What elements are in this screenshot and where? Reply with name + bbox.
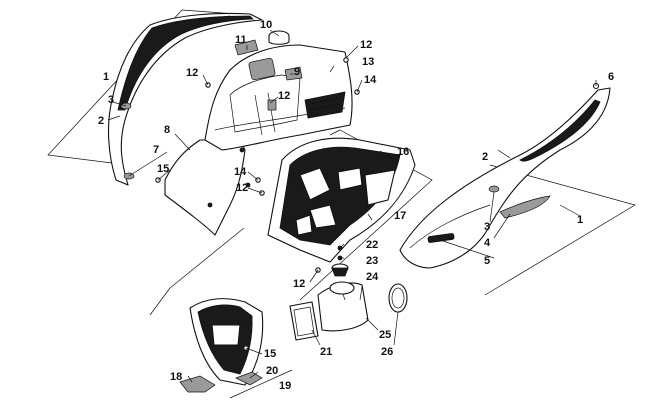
left-side-panel <box>107 12 263 186</box>
callout-3: 3 <box>108 94 114 106</box>
lower-nose-trim-20 <box>235 371 263 386</box>
callout-25: 25 <box>379 329 391 341</box>
inner-liner <box>267 137 416 263</box>
callout-20: 20 <box>266 365 278 377</box>
hood-vent-9 <box>284 66 303 81</box>
air-intake <box>289 245 408 341</box>
callout-3: 3 <box>484 221 490 233</box>
callout-10: 10 <box>260 19 272 31</box>
hood-vent-11 <box>234 39 259 56</box>
callout-labels: 1 1 2 2 3 3 4 5 6 7 8 9 10 11 12 12 12 1… <box>98 19 614 392</box>
callout-5: 5 <box>484 255 490 267</box>
callout-26: 26 <box>381 346 393 358</box>
callout-14: 14 <box>364 74 377 86</box>
callout-12: 12 <box>186 67 198 79</box>
right-side-panel <box>399 82 611 269</box>
callout-15: 15 <box>157 163 169 175</box>
callout-9: 9 <box>294 66 300 78</box>
callout-14: 14 <box>234 166 247 178</box>
callout-8: 8 <box>164 124 170 136</box>
intake-gasket-21 <box>289 301 319 341</box>
callout-12: 12 <box>236 182 248 194</box>
callout-7: 7 <box>153 144 159 156</box>
leader-lines <box>107 29 597 383</box>
callout-21: 21 <box>320 346 332 358</box>
callout-12: 12 <box>293 278 305 290</box>
callout-23: 23 <box>366 255 378 267</box>
callout-4: 4 <box>484 237 491 249</box>
center-hood <box>164 30 353 236</box>
lower-nose-bracket-18 <box>179 375 216 393</box>
callout-18: 18 <box>170 371 182 383</box>
callout-1: 1 <box>577 214 583 226</box>
callout-12: 12 <box>360 39 372 51</box>
callout-16: 16 <box>397 146 409 158</box>
callout-6: 6 <box>608 71 614 83</box>
callout-15: 15 <box>264 348 276 360</box>
callout-11: 11 <box>235 34 247 46</box>
callout-12: 12 <box>278 90 290 102</box>
callout-13: 13 <box>362 56 374 68</box>
callout-22: 22 <box>366 239 378 251</box>
callout-19: 19 <box>279 380 291 392</box>
callout-24: 24 <box>366 271 379 283</box>
callout-1: 1 <box>103 71 109 83</box>
callout-2: 2 <box>482 151 488 163</box>
callout-17: 17 <box>394 210 406 222</box>
callout-2: 2 <box>98 115 104 127</box>
lower-nose <box>179 298 264 393</box>
